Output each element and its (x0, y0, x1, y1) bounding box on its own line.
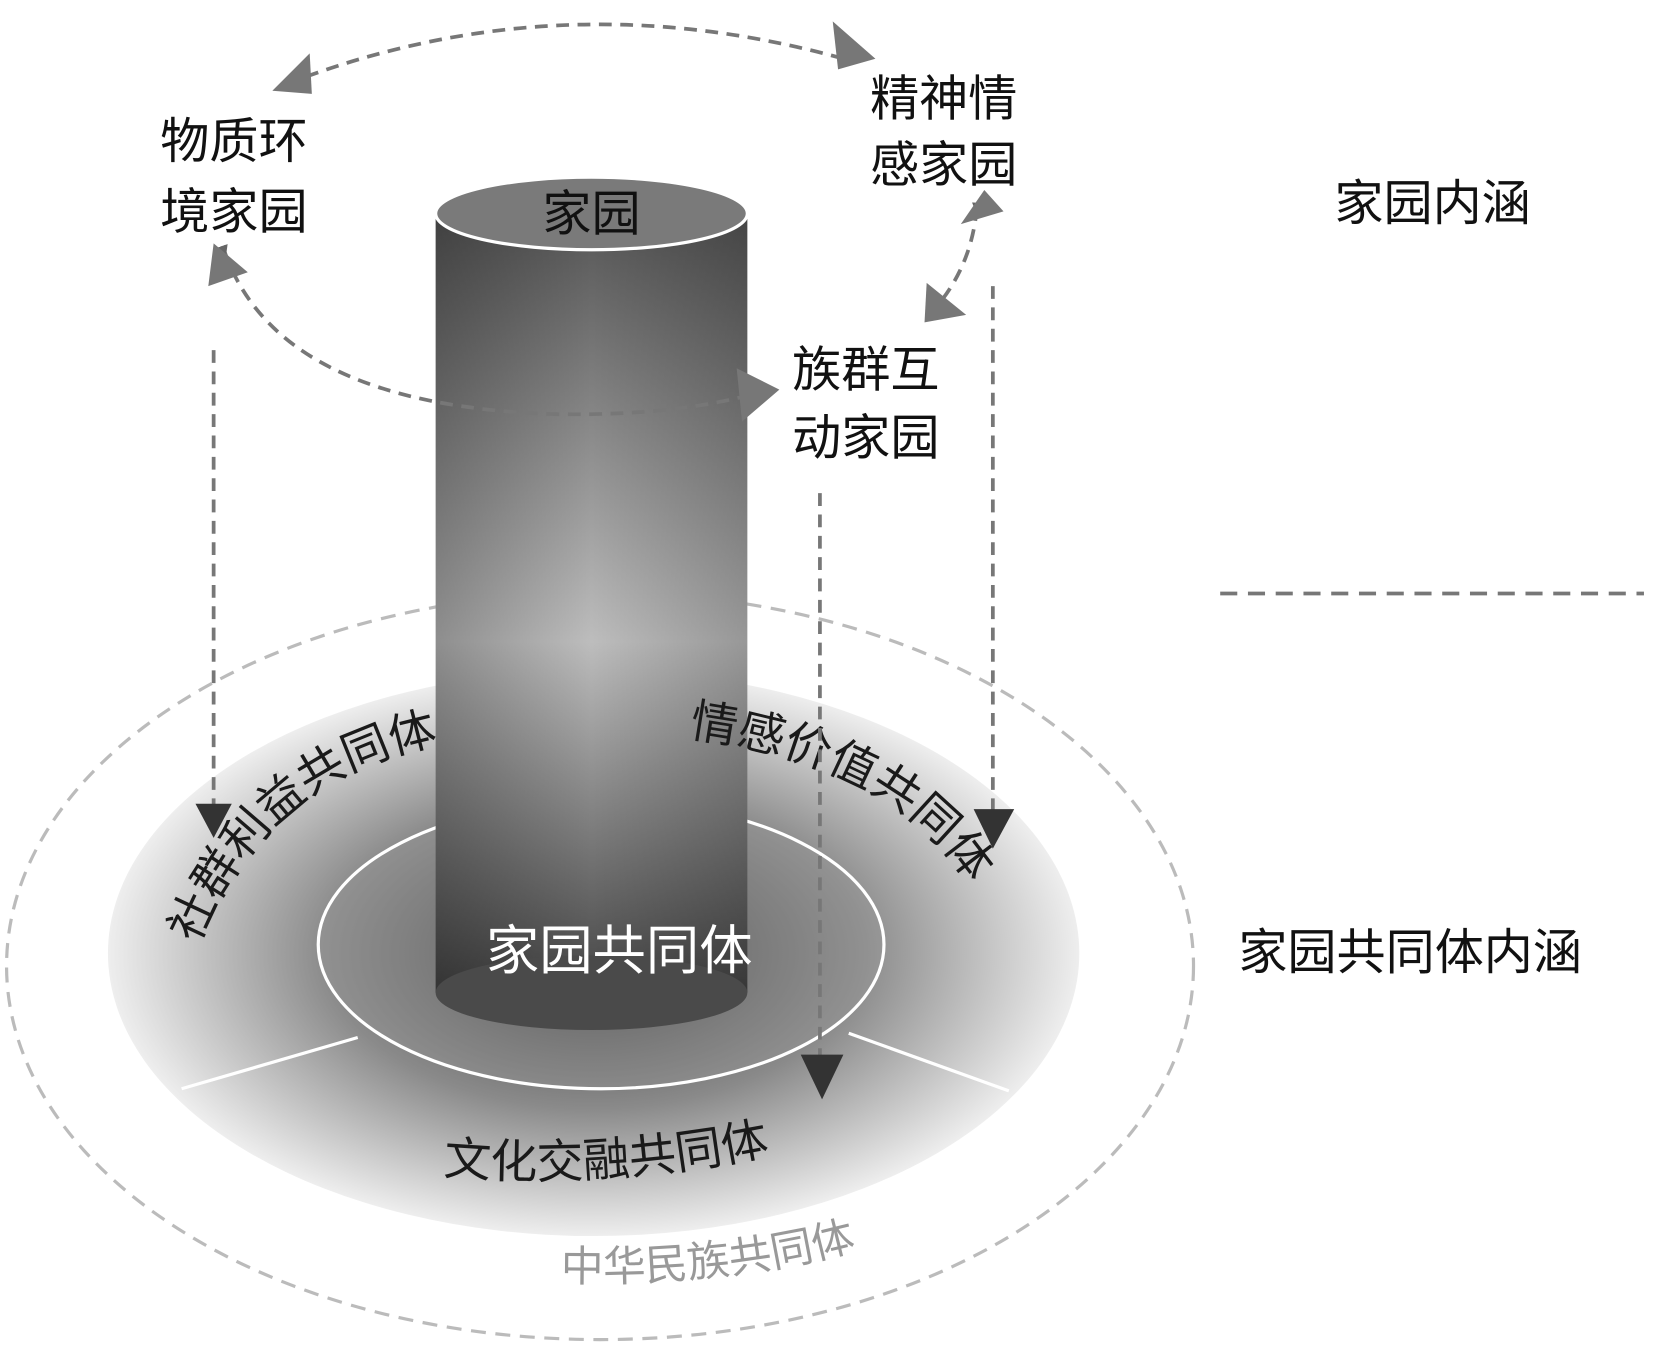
home-cylinder (434, 175, 749, 1031)
arrowhead-icon (973, 809, 1015, 849)
divider-line (848, 1031, 1010, 1093)
arrowhead-icon (272, 53, 312, 94)
cycle-arrow (930, 202, 983, 314)
arrowhead-icon (736, 368, 780, 422)
cycle-arrow (278, 22, 850, 89)
arrowhead-icon (832, 21, 876, 70)
arrowhead-icon (195, 803, 232, 838)
home-aspect-ethnic: 族群互 动家园 (792, 340, 955, 466)
legend-home-meaning: 家园内涵 (1334, 174, 1530, 232)
cycle-arrow (217, 244, 774, 417)
core-label: 家园共同体 (486, 919, 753, 982)
cylinder-label: 家园 (542, 185, 640, 243)
divider-line (181, 1035, 359, 1091)
arrowhead-icon (800, 1054, 844, 1100)
home-aspect-spiritual: 精神情 感家园 (870, 69, 1033, 193)
arrowhead-icon (960, 189, 1004, 225)
arrowhead-icon (208, 243, 248, 287)
home-aspect-material: 物质环 境家园 (160, 112, 323, 240)
arrowhead-icon (924, 282, 967, 323)
legend-community-meaning: 家园共同体内涵 (1238, 923, 1582, 981)
